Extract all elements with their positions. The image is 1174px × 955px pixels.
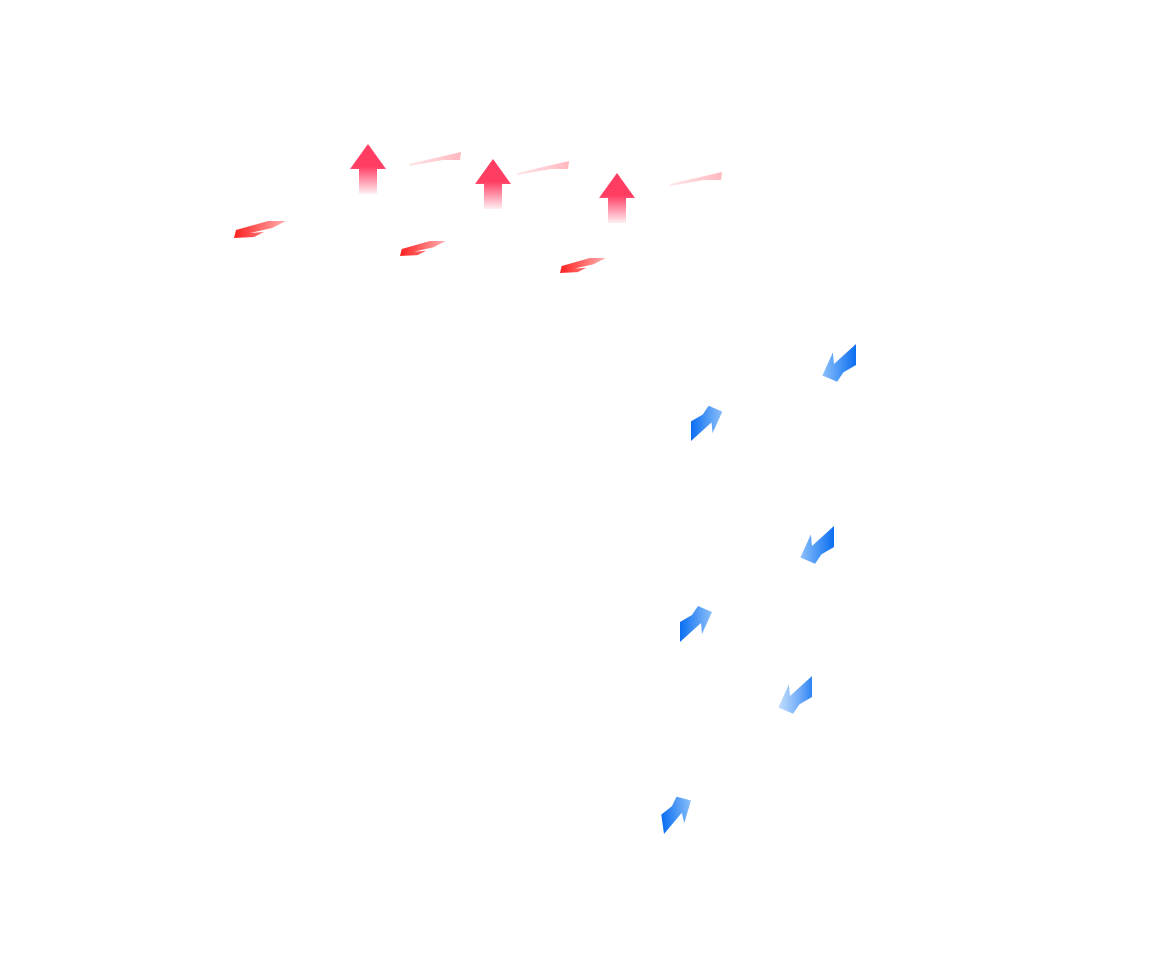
arrow-icon [800, 526, 834, 564]
arrow-icon [822, 344, 856, 382]
arrow-shape [475, 159, 511, 209]
red-arrow-group [234, 144, 722, 273]
arrow-shape [560, 258, 606, 273]
arrow-shape [234, 221, 286, 238]
arrow-icon [670, 172, 722, 186]
arrow-shape [350, 144, 386, 194]
arrow-icon [691, 405, 723, 441]
arrow-shape [661, 796, 691, 834]
blue-arrow-group [661, 344, 856, 834]
arrow-icon [409, 152, 461, 166]
arrow-icon [778, 676, 812, 714]
arrow-icon [400, 241, 446, 256]
arrow-icon [234, 221, 286, 238]
arrow-icon [599, 173, 635, 223]
arrow-icon [350, 144, 386, 194]
arrow-icon [560, 258, 606, 273]
arrow-icon [475, 159, 511, 209]
arrow-shape [517, 161, 569, 175]
arrow-shape [409, 152, 461, 166]
arrow-shape [680, 606, 712, 642]
arrow-shape [599, 173, 635, 223]
arrow-shape [670, 172, 722, 186]
arrow-icon [517, 161, 569, 175]
arrow-shape [691, 405, 723, 441]
arrow-icon [680, 606, 712, 642]
arrow-shape [822, 344, 856, 382]
arrow-shape [778, 676, 812, 714]
arrow-shape [800, 526, 834, 564]
arrow-shape [400, 241, 446, 256]
arrow-icon [661, 796, 691, 834]
